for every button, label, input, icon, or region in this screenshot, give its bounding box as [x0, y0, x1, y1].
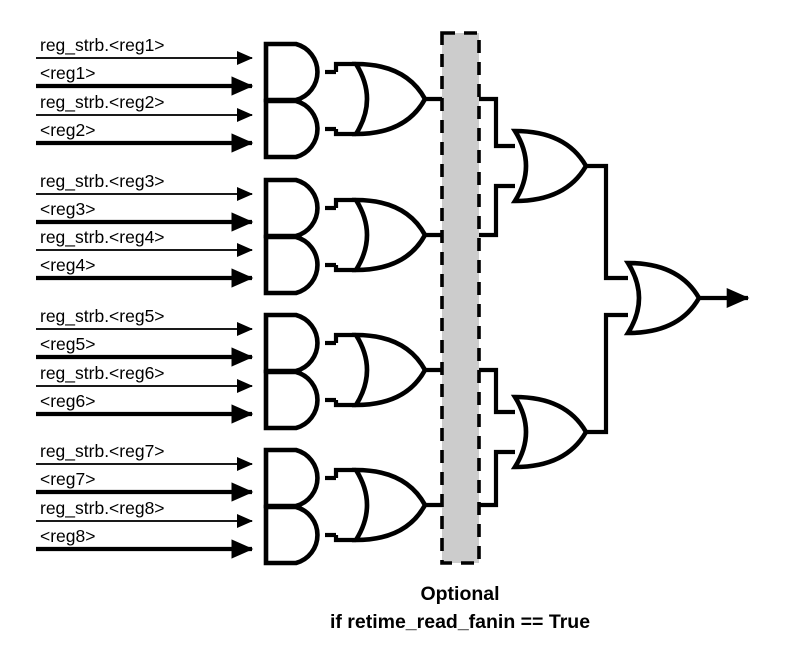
label-data-8: <reg8> [40, 526, 95, 546]
or-gate-l2-2 [510, 312, 628, 470]
optional-retime-box [440, 31, 481, 565]
and-gate-8 [263, 504, 356, 566]
and-gate-1 [263, 41, 356, 103]
label-strobe-3: reg_strb.<reg3> [40, 171, 165, 192]
label-strobe-6: reg_strb.<reg6> [40, 363, 165, 384]
or-gate-l2-1 [510, 128, 628, 281]
label-data-7: <reg7> [40, 469, 95, 489]
input-group-1 [36, 50, 254, 96]
label-data-6: <reg6> [40, 391, 95, 411]
label-data-4: <reg4> [40, 255, 95, 275]
or-gate-l1-3 [351, 332, 443, 408]
and-gate-3 [263, 177, 356, 239]
or-gate-output [623, 260, 750, 336]
label-data-1: <reg1> [40, 63, 95, 83]
or-gate-l1-2 [351, 197, 443, 273]
label-data-5: <reg5> [40, 334, 95, 354]
and-gate-4 [263, 234, 356, 296]
label-strobe-2: reg_strb.<reg2> [40, 92, 165, 113]
and-gate-5 [263, 312, 356, 374]
or-gate-l1-1 [351, 61, 443, 137]
optional-caption-line2: if retime_read_fanin == True [330, 611, 590, 633]
input-group-7 [36, 456, 254, 502]
label-strobe-8: reg_strb.<reg8> [40, 498, 165, 519]
label-strobe-5: reg_strb.<reg5> [40, 306, 165, 327]
input-group-4 [36, 242, 254, 288]
and-gate-7 [263, 447, 356, 509]
input-group-8 [36, 513, 254, 559]
label-data-2: <reg2> [40, 120, 95, 140]
retime-out-routing [479, 96, 515, 508]
label-strobe-4: reg_strb.<reg4> [40, 227, 165, 248]
label-strobe-1: reg_strb.<reg1> [40, 35, 165, 56]
input-group-5 [36, 321, 254, 367]
and-gate-2 [263, 98, 356, 160]
input-group-6 [36, 378, 254, 424]
or-gate-l1-4 [351, 467, 443, 543]
input-group-3 [36, 186, 254, 232]
label-strobe-7: reg_strb.<reg7> [40, 441, 165, 462]
and-gate-6 [263, 369, 356, 431]
label-data-3: <reg3> [40, 199, 95, 219]
optional-caption-line1: Optional [420, 583, 499, 605]
input-group-2 [36, 107, 254, 153]
